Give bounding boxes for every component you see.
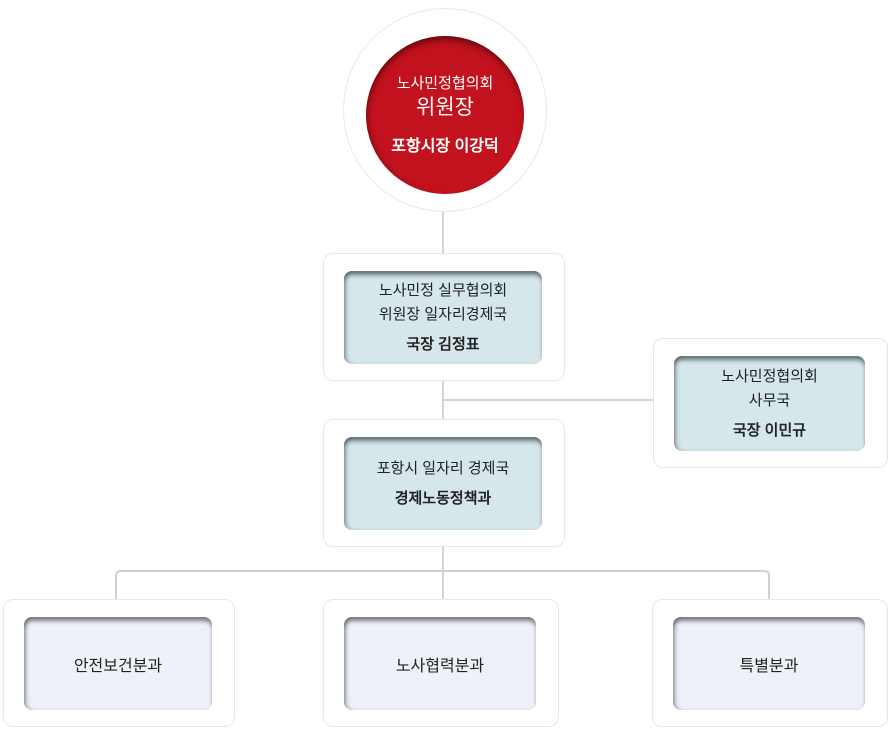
economy-bureau-line1: 포항시 일자리 경제국 (376, 460, 510, 477)
secretariat-panel: 노사민정협의회 사무국 국장 이민규 (674, 356, 865, 451)
subcommittee-label: 특별분과 (739, 657, 799, 675)
subcommittee-node-safety: 안전보건분과 (3, 599, 235, 727)
chairman-title: 위원장 (416, 96, 474, 119)
economy-bureau-panel: 포항시 일자리 경제국 경제노동정책과 (344, 437, 542, 530)
secretariat-person: 국장 이민규 (732, 422, 807, 439)
subcommittee-panel: 안전보건분과 (24, 617, 212, 710)
subcommittee-panel: 노사협력분과 (344, 617, 536, 710)
connector-chairman-to-council (442, 208, 444, 254)
working-council-line2: 위원장 일자리경제국 (378, 306, 508, 323)
working-council-person: 국장 김정표 (406, 336, 480, 353)
working-council-node: 노사민정 실무협의회 위원장 일자리경제국 국장 김정표 (323, 253, 565, 381)
connector-subcommittee-center-drop (442, 572, 444, 599)
working-council-panel: 노사민정 실무협의회 위원장 일자리경제국 국장 김정표 (344, 271, 542, 364)
connector-council-to-bureau (442, 378, 444, 419)
chairman-node: 노사민정협의회 위원장 포항시장 이강덕 (366, 36, 524, 194)
subcommittee-label: 노사협력분과 (395, 657, 485, 675)
subcommittee-panel: 특별분과 (673, 617, 865, 710)
chairman-person: 포항시장 이강덕 (391, 138, 499, 155)
economy-bureau-node: 포항시 일자리 경제국 경제노동정책과 (323, 419, 565, 547)
secretariat-line1: 노사민정협의회 (721, 368, 818, 385)
working-council-line1: 노사민정 실무협의회 (378, 282, 508, 299)
subcommittee-label: 안전보건분과 (73, 657, 163, 675)
connector-branch-to-secretariat (443, 399, 653, 401)
chairman-org: 노사민정협의회 (396, 75, 494, 92)
subcommittee-node-labor-cooperation: 노사협력분과 (323, 599, 559, 727)
secretariat-node: 노사민정협의회 사무국 국장 이민규 (653, 338, 888, 468)
economy-bureau-person: 경제노동정책과 (394, 490, 492, 507)
secretariat-line2: 사무국 (748, 392, 791, 409)
subcommittee-node-special: 특별분과 (652, 599, 888, 727)
connector-subcommittee-tee (115, 570, 770, 599)
connector-bureau-to-tee (442, 545, 444, 572)
